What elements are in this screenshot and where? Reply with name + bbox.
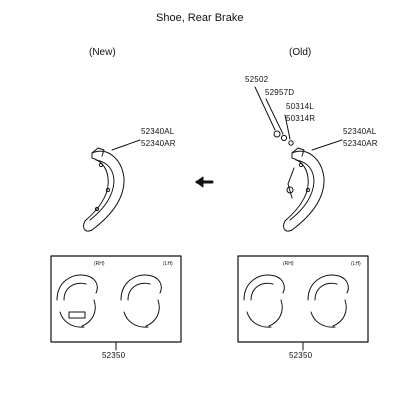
kit-right-rh-shoes [243,274,285,328]
pin-50314-icon [288,140,294,146]
washer-52502-icon [273,130,281,138]
old-part-number-3: 50314L [286,102,314,111]
new-leader-line [111,139,141,151]
arrow-head-icon [195,176,204,188]
kit-left-rh-label: (RH) [94,261,105,267]
old-part-number-2: 52957D [265,88,295,97]
old-part-number-5: 52340AL [343,127,377,136]
leader-52502 [254,86,276,131]
new-part-number-1: 52340AL [141,127,175,136]
kit-box-right [237,255,369,343]
leader-52957d [265,98,284,135]
kit-left-part-number: 52350 [102,351,126,360]
kit-left-lh-label: (LH) [163,261,173,267]
kit-right-rh-label: (RH) [283,261,294,267]
kit-box-left [50,255,182,343]
kit-right-lh-label: (LH) [351,261,361,267]
kit-left-rh-shoes [56,274,98,328]
old-part-number-1: 52502 [245,75,269,84]
new-brake-shoe [83,147,125,232]
page-title: Shoe, Rear Brake [156,12,244,24]
kit-left-lh-shoes [120,274,162,328]
kit-right-lh-shoes [307,274,349,328]
old-part-number-6: 52340AR [343,139,378,148]
old-leader-line [311,139,343,151]
new-heading: (New) [89,47,116,58]
kit-right-part-number: 52350 [289,351,313,360]
old-heading: (Old) [289,47,312,58]
leader-50314 [284,114,291,140]
old-hardware [273,130,294,146]
old-part-number-4: 50314R [286,114,316,123]
old-brake-shoe [283,147,325,232]
new-part-number-2: 52340AR [141,139,176,148]
spring-52957d-icon [280,134,288,142]
